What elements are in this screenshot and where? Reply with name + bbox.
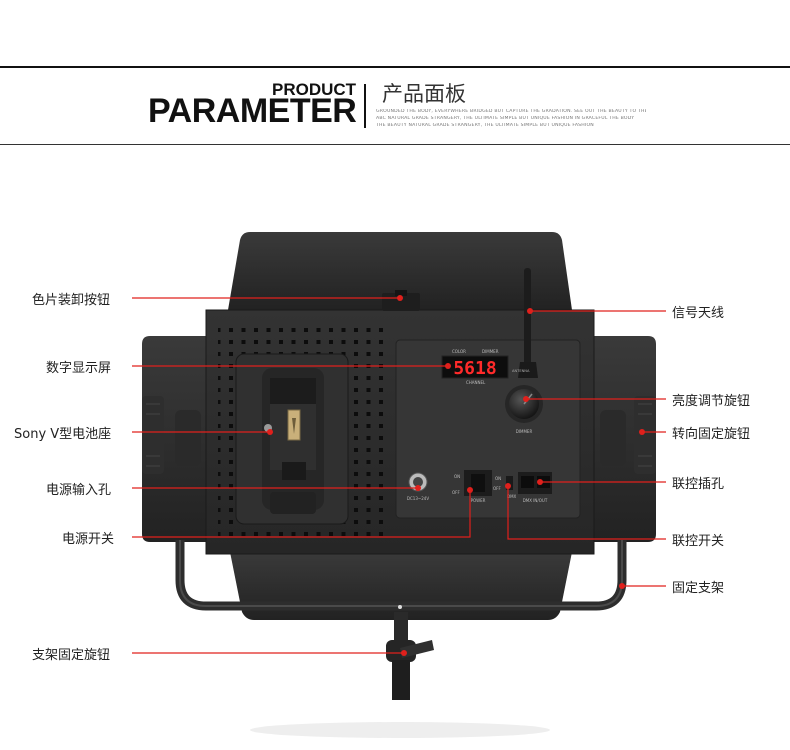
power-label: POWER — [471, 498, 486, 503]
channel-label: CHANNEL — [466, 380, 486, 385]
label-bracket: 固定支架 — [672, 581, 725, 596]
barn-door-left — [142, 336, 206, 542]
dc-label: DC13~24V — [407, 496, 429, 501]
dimmer-label: DIMMER — [482, 349, 499, 354]
dmx-label: DMX — [507, 494, 517, 499]
header-top-rule — [0, 66, 790, 68]
color-label: COLOR — [452, 349, 466, 354]
dmx-port-label: DMX IN/OUT — [523, 498, 548, 503]
label-barndoor-release: 色片装卸按钮 — [32, 293, 111, 308]
antenna — [524, 268, 531, 368]
dimmer-knob-label: DIMMER — [516, 429, 533, 434]
power-on-label: ON — [454, 474, 460, 479]
callout-dots — [267, 295, 645, 656]
label-tilt-knob: 转向固定旋钮 — [672, 427, 751, 442]
callout-lines — [132, 297, 666, 654]
header-parameter-text: PARAMETER — [148, 92, 357, 130]
antenna-text: ANTENNA — [512, 369, 530, 373]
digital-display — [441, 355, 509, 379]
header-bottom-rule — [0, 144, 790, 145]
header-divider — [364, 84, 366, 128]
header-small-line-1: GROUNDED THE BODY, EVERYWHERE BRIDGED BU… — [376, 109, 646, 114]
label-antenna: 信号天线 — [672, 306, 725, 321]
dmx-switch — [506, 476, 513, 490]
label-power-input: 电源输入孔 — [46, 483, 112, 498]
header-product-text: PRODUCT — [272, 80, 357, 99]
label-bracket-knob: 支架固定旋钮 — [32, 648, 111, 663]
right-tilt-knob — [600, 396, 656, 474]
header-small-line-3: THE BEAUTY NATURAL GRADE STRANGERY, THE … — [376, 123, 594, 128]
label-digital-display: 数字显示屏 — [46, 361, 112, 376]
mount-spigot — [386, 605, 434, 700]
v-mount-plate — [235, 353, 349, 525]
display-digits: 5618 — [453, 358, 496, 379]
left-tilt-knob — [142, 396, 201, 474]
barn-door-top — [228, 232, 572, 310]
label-dimmer-knob: 亮度调节旋钮 — [672, 394, 751, 409]
header-small-line-2: ABC NATURAL GRADE STRANGERY, THE ULTIMAT… — [376, 116, 635, 121]
header-cn-title: 产品面板 — [382, 82, 466, 106]
label-power-switch: 电源开关 — [62, 532, 115, 547]
power-off-label: OFF — [452, 490, 460, 495]
label-link-port: 联控插孔 — [672, 477, 725, 492]
dmx-off-label: OFF — [493, 486, 501, 491]
label-sony-battery: Sony V型电池座 — [14, 427, 112, 442]
label-link-switch: 联控开关 — [672, 534, 725, 549]
dmx-on-label: ON — [495, 476, 501, 481]
